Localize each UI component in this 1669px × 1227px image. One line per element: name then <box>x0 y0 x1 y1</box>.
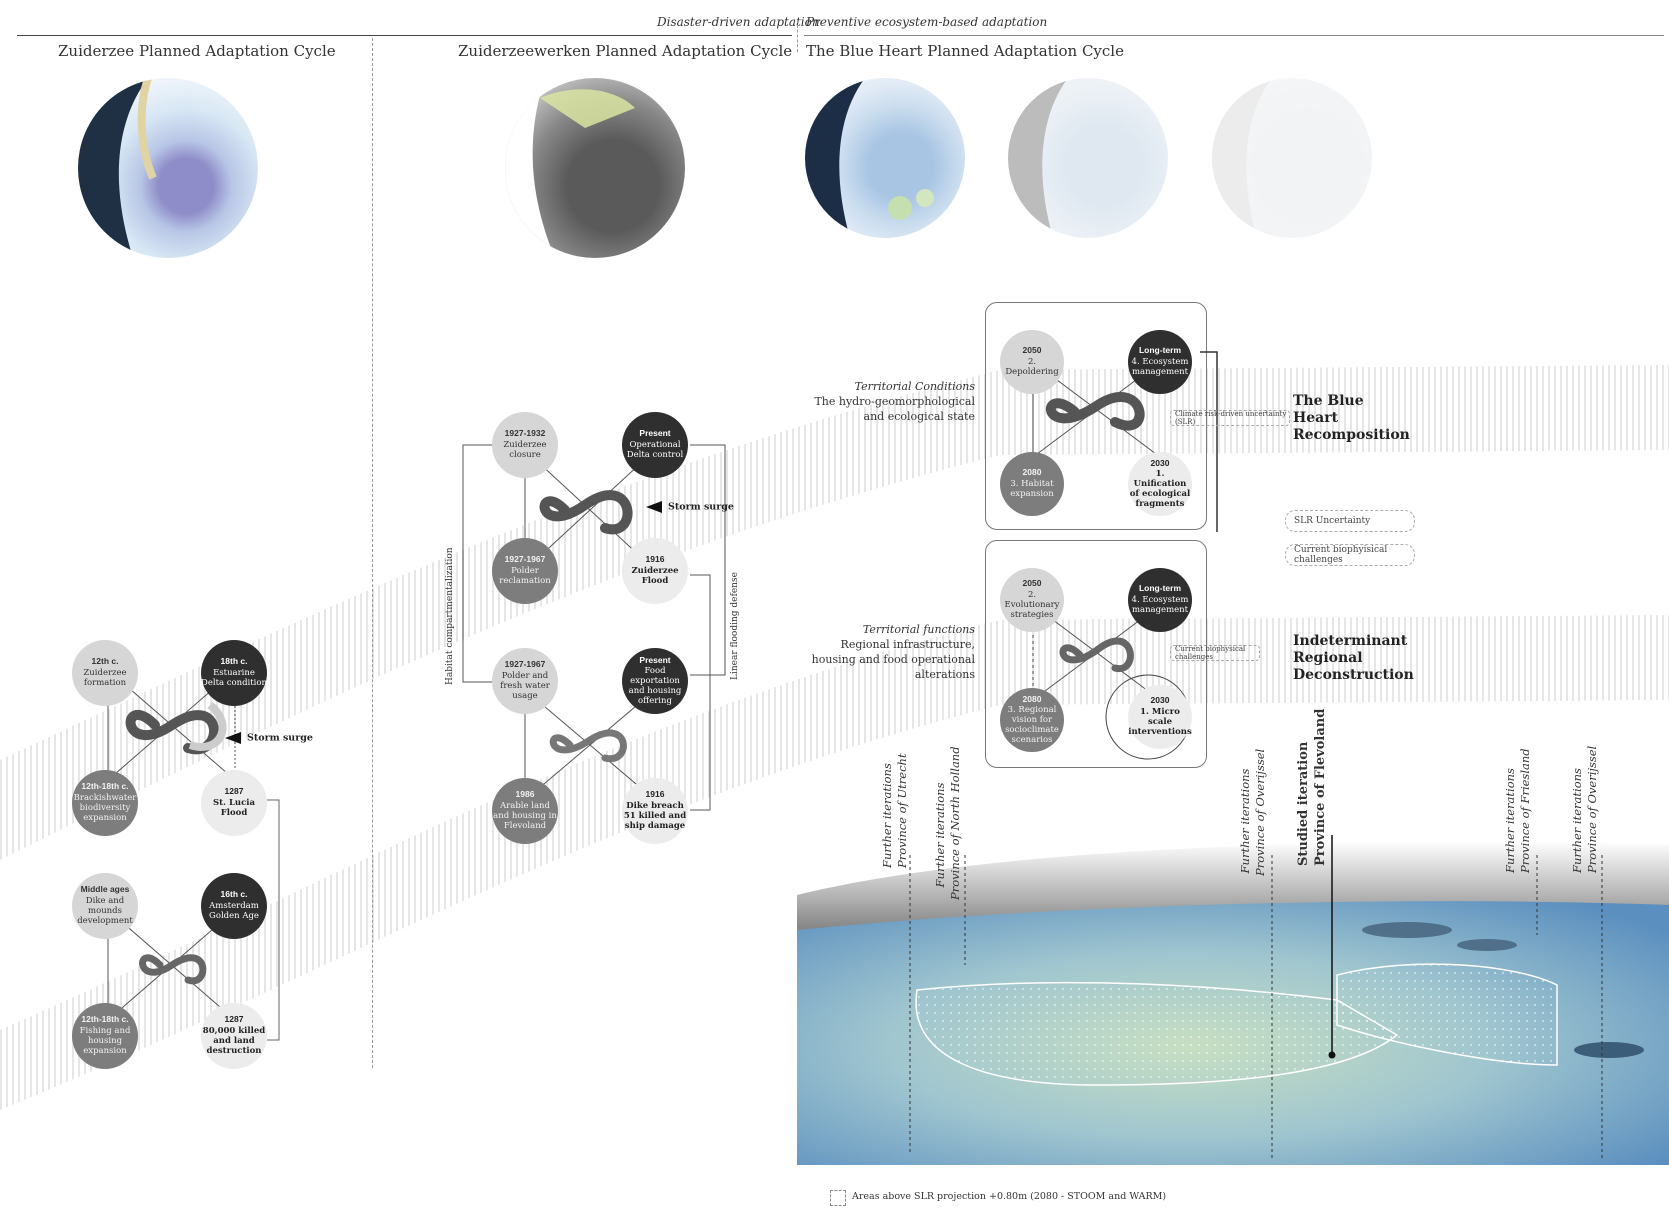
column-divider-2 <box>797 20 798 52</box>
header-rule-right <box>804 35 1664 36</box>
territorial-functions: Territorial functions Regional infrastru… <box>811 623 975 681</box>
zz-node-estuarine: 18th c.Estuarine Delta condition <box>201 640 267 706</box>
zz-node-fishing: 12th-18th c.Fishing and housing expansio… <box>72 1003 138 1069</box>
bh-recomposition: The Blue Heart Recomposition <box>1293 393 1410 443</box>
callout-slr-uncertainty: SLR Uncertainty <box>1285 510 1415 532</box>
zz-feedback-line <box>267 799 280 1041</box>
header-rule-left <box>17 35 792 36</box>
column-divider-1 <box>372 38 373 1068</box>
map-zuiderzee <box>78 78 258 258</box>
map-blue-heart-3 <box>1212 78 1372 238</box>
bh-callout-bio: Current biophysical challenges <box>1170 645 1260 661</box>
map-blue-heart-1 <box>805 78 965 238</box>
callout-biophysical: Current biophyisical challenges <box>1285 544 1415 566</box>
regional-map <box>797 835 1669 1165</box>
zz-node-golden-age: 16th c.Amsterdam Golden Age <box>201 873 267 939</box>
zz-node-formation: 12th c.Zuiderzee formation <box>72 640 138 706</box>
bh-deconstruction: Indeterminant Regional Deconstruction <box>1293 633 1414 683</box>
bh-upper-box <box>985 302 1207 530</box>
legend-swatch <box>830 1190 846 1206</box>
header-preventive: Preventive ecosystem-based adaptation <box>806 15 1048 29</box>
zw-storm-surge: Storm surge <box>646 501 734 513</box>
zw-connectors <box>462 444 726 811</box>
zw-label-habitat: Habitat compartmentalization <box>445 547 455 685</box>
zz-node-brackish: 12th-18th c.Brackishwater biodiversity e… <box>72 770 138 836</box>
bh-lower-box <box>985 540 1207 768</box>
territorial-conditions: Territorial Conditions The hydro-geomorp… <box>814 380 975 423</box>
title-zuiderzee: Zuiderzee Planned Adaptation Cycle <box>58 42 336 60</box>
map-zuiderzeewerken <box>505 78 685 258</box>
bh-callout-climate: Climate risk-driven uncertainty (SLR) <box>1170 410 1290 426</box>
title-blue-heart: The Blue Heart Planned Adaptation Cycle <box>806 42 1124 60</box>
legend-text: Areas above SLR projection +0.80m (2080 … <box>852 1191 1167 1202</box>
zw-label-linear: Linear flooding defense <box>730 572 740 680</box>
map-blue-heart-2 <box>1008 78 1168 238</box>
title-zuiderzeewerken: Zuiderzeewerken Planned Adaptation Cycle <box>458 42 793 60</box>
header-disaster-driven: Disaster-driven adaptation <box>657 15 820 29</box>
zz-storm-surge: Storm surge <box>225 732 313 744</box>
